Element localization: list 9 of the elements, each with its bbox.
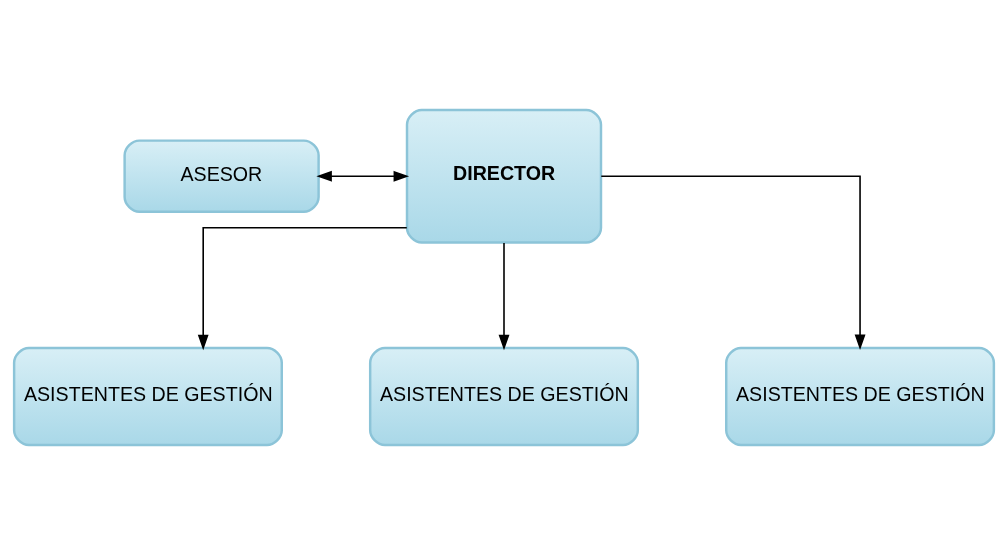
node-box: ASISTENTES DE GESTIÓN [725, 346, 996, 447]
node-box: DIRECTOR [405, 108, 603, 244]
arrow [600, 175, 866, 351]
node-box: ASISTENTES DE GESTIÓN [12, 346, 283, 447]
node-box: ASESOR [123, 139, 320, 214]
node-box: ASISTENTES DE GESTIÓN [368, 346, 640, 447]
arrow [316, 170, 410, 182]
arrow [197, 227, 408, 351]
arrow [498, 242, 510, 351]
